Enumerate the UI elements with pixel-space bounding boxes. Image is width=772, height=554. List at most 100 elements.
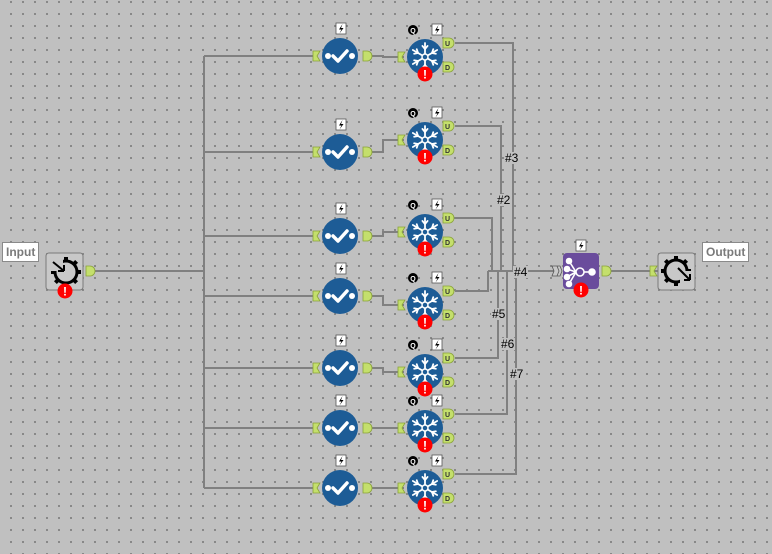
union-connection-2[interactable]: [455, 125, 502, 271]
snowflake-indb-tool[interactable]: UD!Q: [397, 23, 455, 82]
select-tool[interactable]: [312, 394, 373, 446]
select-input-anchor[interactable]: [312, 50, 321, 62]
indb-output-anchor-d[interactable]: [442, 144, 455, 156]
select-icon[interactable]: [322, 38, 358, 74]
connection-label-6[interactable]: #6: [500, 337, 516, 351]
select-output-connection[interactable]: [367, 295, 404, 306]
select-output-anchor[interactable]: [362, 290, 373, 302]
snowflake-branch: [431, 60, 435, 66]
snowflake-indb-tool[interactable]: UD!Q: [397, 106, 455, 165]
indb-output-anchor-u[interactable]: [442, 37, 455, 49]
indb-output-anchor-u-label: U: [445, 472, 450, 479]
union-connection-1[interactable]: [455, 42, 514, 271]
select-output-anchor[interactable]: [362, 482, 373, 494]
snowflake-indb-tool[interactable]: UD!Q: [397, 394, 455, 453]
select-tool[interactable]: [312, 202, 373, 254]
snowflake-center: [421, 424, 429, 432]
indb-output-anchor-d[interactable]: [442, 376, 455, 388]
indb-output-anchor-u[interactable]: [442, 408, 455, 420]
select-input-anchor[interactable]: [312, 230, 321, 242]
indb-output-anchor-u[interactable]: [442, 468, 455, 480]
snowflake-indb-tool[interactable]: UD!Q: [397, 198, 455, 257]
select-output-connection[interactable]: [367, 367, 404, 373]
select-tool[interactable]: [312, 454, 373, 506]
union-input-anchor[interactable]: [551, 265, 563, 277]
snowflake-indb-tool[interactable]: UD!Q: [397, 338, 455, 397]
snowflake-branch: [431, 375, 435, 381]
select-output-connection[interactable]: [367, 55, 404, 58]
select-output-connection[interactable]: [367, 231, 404, 237]
snowflake-icon: [411, 357, 439, 387]
macro-output-tool[interactable]: [649, 252, 696, 291]
indb-input-anchor[interactable]: [397, 366, 406, 378]
select-tool[interactable]: [312, 334, 373, 386]
union-input-line: [566, 271, 577, 278]
indb-output-anchor-u[interactable]: [442, 285, 455, 297]
select-tool[interactable]: [312, 262, 373, 314]
select-icon[interactable]: [322, 470, 358, 506]
indb-input-anchor[interactable]: [397, 482, 406, 494]
snowflake-branch: [424, 220, 429, 225]
snowflake-indb-tool[interactable]: UD!Q: [397, 271, 455, 330]
select-output-anchor[interactable]: [362, 362, 373, 374]
indb-input-anchor[interactable]: [397, 51, 406, 63]
select-output-anchor[interactable]: [362, 422, 373, 434]
select-icon[interactable]: [322, 278, 358, 314]
select-output-anchor[interactable]: [362, 230, 373, 242]
indb-input-anchor[interactable]: [397, 134, 406, 146]
indb-output-anchor-u[interactable]: [442, 212, 455, 224]
select-icon[interactable]: [322, 410, 358, 446]
select-icon-dot: [325, 53, 331, 59]
indb-output-anchor-d[interactable]: [442, 492, 455, 504]
select-input-anchor[interactable]: [312, 422, 321, 434]
select-tool[interactable]: [312, 22, 373, 74]
select-input-anchor[interactable]: [312, 482, 321, 494]
gear-tooth: [674, 256, 678, 260]
connection-label-4[interactable]: #4: [513, 265, 529, 279]
connection-label-2[interactable]: #2: [496, 193, 512, 207]
macro-input-tool[interactable]: !: [45, 252, 96, 299]
indb-output-anchor-u-label: U: [445, 216, 450, 223]
select-icon[interactable]: [322, 218, 358, 254]
indb-output-anchor-d[interactable]: [442, 309, 455, 321]
select-output-anchor[interactable]: [362, 146, 373, 158]
macro-output-input-anchor[interactable]: [649, 265, 658, 277]
union-connection-5[interactable]: [455, 271, 499, 359]
union-connection-3[interactable]: [455, 217, 493, 271]
connection-label-3[interactable]: #3: [504, 151, 520, 165]
union-tool[interactable]: !: [551, 239, 612, 298]
select-input-anchor[interactable]: [312, 146, 321, 158]
union-output-dot: [588, 268, 596, 276]
select-tool[interactable]: [312, 118, 373, 170]
select-input-anchor[interactable]: [312, 362, 321, 374]
indb-output-anchor-u[interactable]: [442, 352, 455, 364]
check-icon: [331, 289, 349, 303]
output-label[interactable]: Output: [702, 242, 750, 262]
select-output-connection[interactable]: [367, 139, 404, 153]
snowflake-indb-tool[interactable]: UD!Q: [397, 454, 455, 513]
macro-input-output-anchor[interactable]: [85, 265, 96, 277]
snowflake-icon: [411, 217, 439, 247]
input-label[interactable]: Input: [2, 242, 40, 262]
indb-output-anchor-d[interactable]: [442, 432, 455, 444]
indb-input-anchor[interactable]: [397, 226, 406, 238]
select-output-anchor[interactable]: [362, 50, 373, 62]
gear-tooth: [661, 269, 665, 273]
indb-input-anchor[interactable]: [397, 299, 406, 311]
union-connection-4[interactable]: [455, 271, 489, 292]
union-connection-6[interactable]: [455, 271, 508, 415]
select-icon[interactable]: [322, 134, 358, 170]
error-icon: [417, 381, 433, 397]
indb-output-anchor-u[interactable]: [442, 120, 455, 132]
snowflake-icon: [411, 413, 439, 443]
connection-label-5[interactable]: #5: [491, 307, 507, 321]
indb-output-anchor-d[interactable]: [442, 61, 455, 73]
connection-label-7[interactable]: #7: [509, 367, 525, 381]
select-input-anchor[interactable]: [312, 290, 321, 302]
indb-input-anchor[interactable]: [397, 422, 406, 434]
select-icon[interactable]: [322, 350, 358, 386]
indb-output-anchor-d[interactable]: [442, 236, 455, 248]
union-connection-7[interactable]: [455, 271, 517, 475]
union-output-anchor[interactable]: [601, 265, 612, 277]
